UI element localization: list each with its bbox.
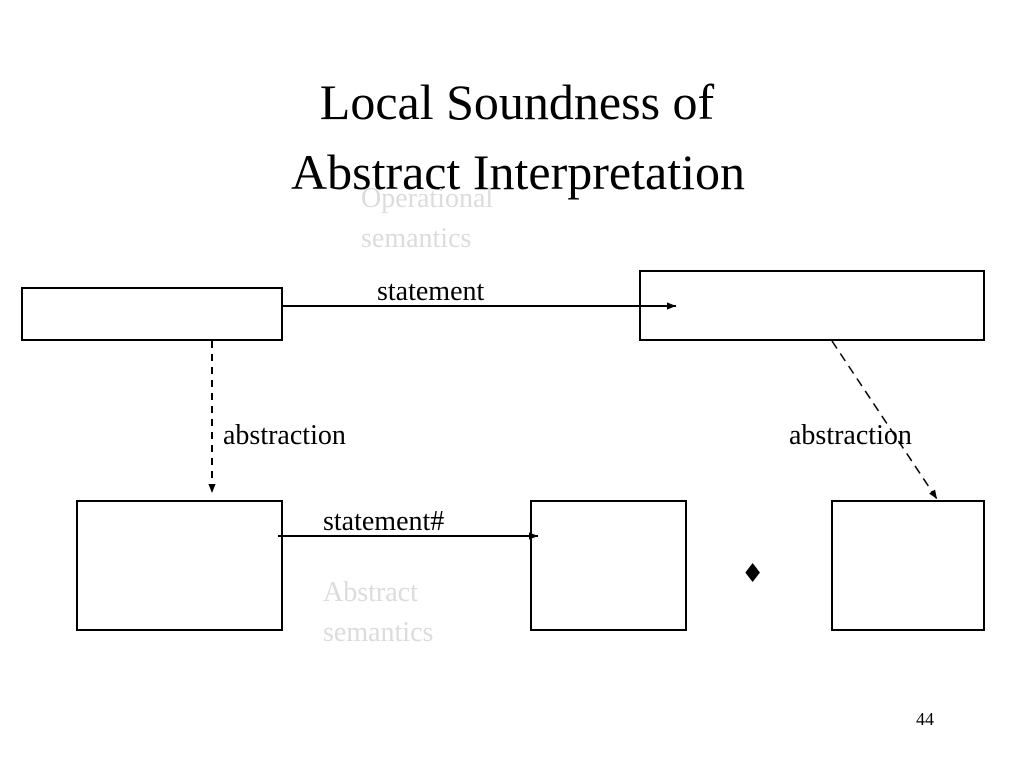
abstract-input-state-box	[76, 500, 283, 631]
statement-label: statement	[377, 276, 485, 307]
abstraction-right-arrow	[831, 340, 938, 500]
operational-semantics-label-line-2: semantics	[361, 223, 472, 254]
slide-title-line-1: Local Soundness of	[319, 74, 715, 130]
abstraction-of-output-box	[831, 500, 985, 631]
abstraction-right-label: abstraction	[789, 420, 912, 451]
abstraction-left-label: abstraction	[223, 420, 346, 451]
abstract-output-state-box	[530, 500, 687, 631]
slide-title-line-2: Abstract Interpretation	[291, 144, 745, 200]
order-diamond-symbol: ♦	[741, 559, 765, 589]
statement-abstract-label: statement#	[323, 506, 445, 537]
abstract-semantics-label-line-1: Abstract	[323, 577, 418, 608]
abstract-semantics-label-line-2: semantics	[323, 617, 434, 648]
concrete-input-state-box	[21, 287, 283, 341]
operational-semantics-label-line-1: Operational	[361, 183, 494, 214]
page-number: 44	[916, 709, 934, 729]
